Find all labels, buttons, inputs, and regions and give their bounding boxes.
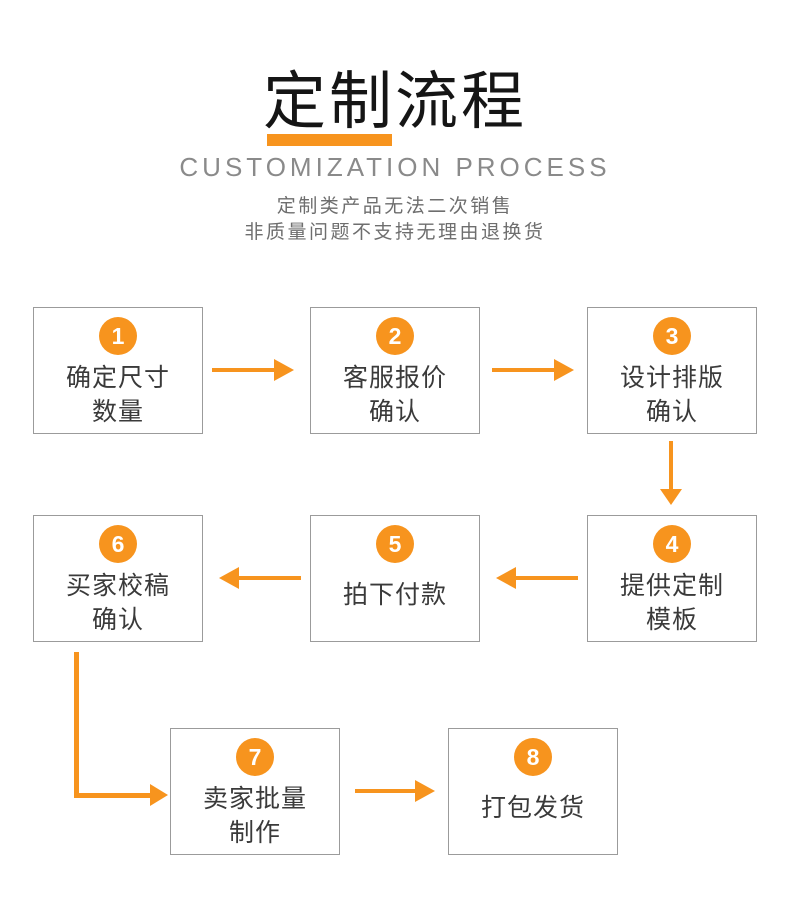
step-label-line2: 确认 bbox=[368, 398, 421, 426]
step-label-line1: 买家校稿 bbox=[65, 572, 170, 600]
step-label: 卖家批量 制作 bbox=[171, 782, 339, 850]
arrow-head-down bbox=[660, 489, 682, 505]
arrow-step2-to-step3-icon bbox=[492, 359, 574, 381]
arrow-head-right bbox=[415, 780, 435, 802]
step-label-line2: 制作 bbox=[228, 819, 281, 847]
step-number-badge: 7 bbox=[236, 738, 274, 776]
step-box-8: 8 打包发货 bbox=[448, 728, 618, 855]
arrow-head-right bbox=[554, 359, 574, 381]
step-number-badge: 8 bbox=[514, 738, 552, 776]
page-subtitle: CUSTOMIZATION PROCESS bbox=[179, 152, 611, 182]
step-label-line1: 卖家批量 bbox=[202, 785, 307, 813]
step-label-line2: 模板 bbox=[645, 606, 698, 634]
step-label-line2: 确认 bbox=[91, 606, 144, 634]
step-box-2: 2 客服报价 确认 bbox=[310, 307, 480, 434]
arrow-head-left bbox=[219, 567, 239, 589]
step-label-line1: 确定尺寸 bbox=[65, 364, 170, 392]
step-number-badge: 4 bbox=[653, 525, 691, 563]
arrow-head-right bbox=[150, 784, 168, 806]
connector-vertical-segment bbox=[74, 652, 79, 798]
arrow-head-right bbox=[274, 359, 294, 381]
arrow-head-left bbox=[496, 567, 516, 589]
arrow-shaft bbox=[669, 441, 673, 489]
title-highlight-bar bbox=[267, 134, 392, 146]
header: 定制流程 bbox=[0, 67, 790, 137]
step-number-badge: 6 bbox=[99, 525, 137, 563]
step-box-4: 4 提供定制 模板 bbox=[587, 515, 757, 642]
step-label-line2: 数量 bbox=[91, 398, 144, 426]
step-label-line2: 确认 bbox=[645, 398, 698, 426]
step-label: 提供定制 模板 bbox=[588, 569, 756, 637]
step-label: 买家校稿 确认 bbox=[34, 569, 202, 637]
arrow-shaft bbox=[212, 368, 274, 372]
note-line-1: 定制类产品无法二次销售 bbox=[276, 196, 514, 217]
step-label-line1: 拍下付款 bbox=[342, 581, 447, 609]
step-box-6: 6 买家校稿 确认 bbox=[33, 515, 203, 642]
arrow-shaft bbox=[355, 789, 415, 793]
step-label: 客服报价 确认 bbox=[311, 361, 479, 429]
connector-horizontal-segment bbox=[74, 793, 152, 798]
step-label: 确定尺寸 数量 bbox=[34, 361, 202, 429]
step-number-badge: 3 bbox=[653, 317, 691, 355]
step-number-badge: 2 bbox=[376, 317, 414, 355]
step-label-line1: 打包发货 bbox=[480, 794, 585, 822]
step-box-1: 1 确定尺寸 数量 bbox=[33, 307, 203, 434]
arrow-shaft bbox=[239, 576, 301, 580]
arrow-shaft bbox=[516, 576, 578, 580]
step-number-badge: 5 bbox=[376, 525, 414, 563]
arrow-step5-to-step6-icon bbox=[219, 567, 301, 589]
arrow-step7-to-step8-icon bbox=[355, 780, 435, 802]
arrow-shaft bbox=[492, 368, 554, 372]
step-label: 拍下付款 bbox=[311, 578, 479, 612]
step-label: 设计排版 确认 bbox=[588, 361, 756, 429]
step-label: 打包发货 bbox=[449, 791, 617, 825]
step-box-5: 5 拍下付款 bbox=[310, 515, 480, 642]
note-line-2: 非质量问题不支持无理由退换货 bbox=[244, 222, 546, 243]
step-box-3: 3 设计排版 确认 bbox=[587, 307, 757, 434]
step-label-line1: 设计排版 bbox=[619, 364, 724, 392]
step-label-line1: 客服报价 bbox=[342, 364, 447, 392]
step-number-badge: 1 bbox=[99, 317, 137, 355]
arrow-step1-to-step2-icon bbox=[212, 359, 294, 381]
step-box-7: 7 卖家批量 制作 bbox=[170, 728, 340, 855]
page-title: 定制流程 bbox=[263, 67, 527, 137]
arrow-step4-to-step5-icon bbox=[496, 567, 578, 589]
arrow-step3-to-step4-icon bbox=[660, 441, 682, 505]
step-label-line1: 提供定制 bbox=[619, 572, 724, 600]
connector-step6-to-step7-icon bbox=[74, 652, 170, 807]
